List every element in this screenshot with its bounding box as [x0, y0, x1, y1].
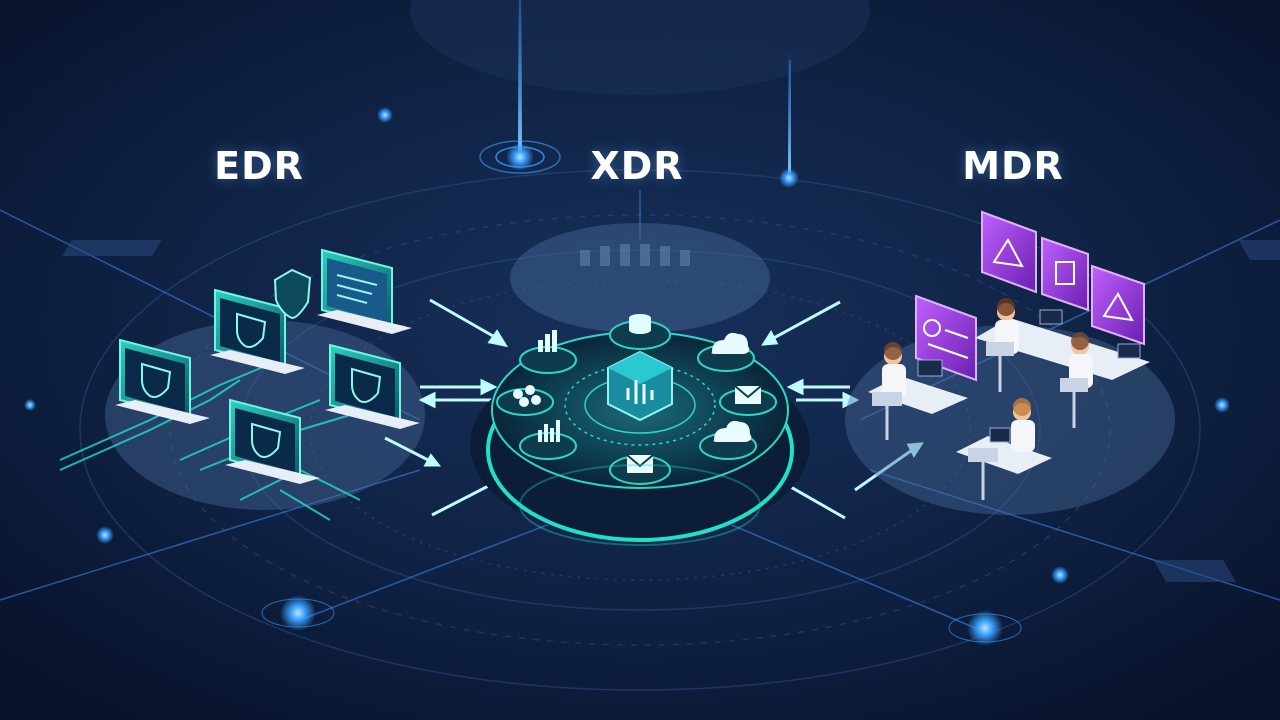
analyst: [872, 342, 906, 440]
warning-icon: [1102, 292, 1134, 322]
mail-icon: [734, 385, 762, 404]
shielded-laptop: [225, 398, 320, 484]
data-platform-icon: [607, 350, 673, 422]
glow-dots: [24, 107, 1230, 646]
shielded-laptop: [210, 288, 305, 374]
shield-icon: [236, 312, 267, 348]
analyst: [968, 398, 1035, 500]
analytics-icon: [538, 420, 560, 442]
edr-title: EDR: [214, 144, 304, 188]
shield-icon: [351, 367, 382, 403]
shield-badge-icon: [273, 268, 312, 320]
alert-screen: [1041, 236, 1089, 312]
alert-home-icon: [923, 319, 941, 337]
warning-icon: [992, 238, 1024, 268]
mail-icon: [626, 454, 654, 473]
mdr-cluster: [845, 210, 1175, 515]
cloud-icon: [713, 420, 752, 442]
xdr-title: XDR: [590, 144, 684, 188]
xdr-top-disc: [510, 223, 770, 333]
background-hatch-blocks: [62, 240, 1280, 582]
bar-chart-icon: [538, 330, 557, 352]
shielded-laptop: [317, 248, 412, 334]
edr-cluster: [59, 248, 425, 521]
xdr-hub: [470, 223, 810, 542]
shield-icon: [141, 362, 172, 398]
shielded-laptop: [115, 338, 210, 424]
shielded-laptop: [325, 343, 420, 429]
analyst: [986, 298, 1019, 392]
analyst: [1060, 332, 1093, 428]
people-icon: [513, 385, 541, 407]
focus-rings: [261, 598, 1022, 643]
alert-screen: [915, 294, 977, 382]
shield-icon: [251, 422, 282, 458]
cloud-icon: [711, 332, 750, 354]
document-icon: [1055, 261, 1075, 285]
mdr-title: MDR: [962, 144, 1064, 188]
alert-screen: [981, 210, 1037, 294]
database-icon: [629, 314, 651, 334]
alert-screen: [1091, 264, 1145, 346]
